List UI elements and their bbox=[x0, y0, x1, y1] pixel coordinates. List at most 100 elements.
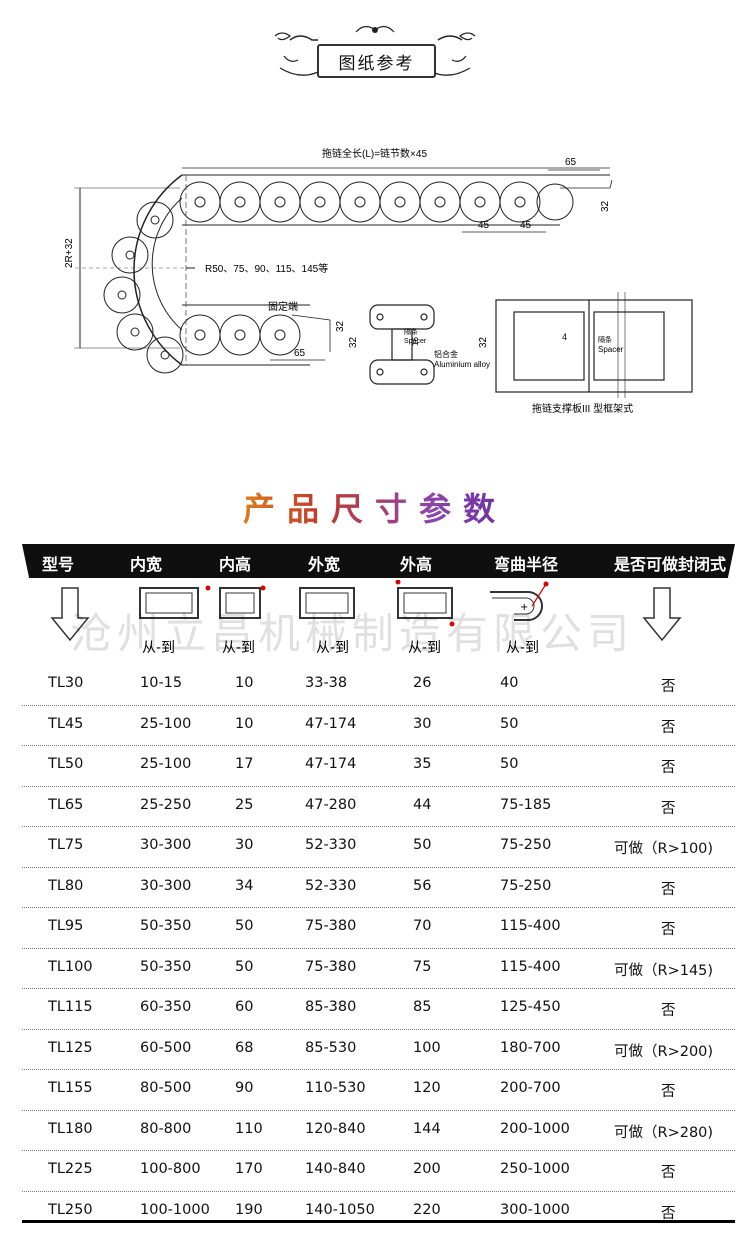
svg-text:32: 32 bbox=[335, 320, 346, 332]
header-model: 型号 bbox=[42, 555, 75, 574]
cell-outer-width: 47-174 bbox=[305, 756, 357, 772]
svg-text:45: 45 bbox=[520, 220, 532, 231]
cell-outer-height: 56 bbox=[413, 877, 432, 894]
cell-outer-height: 144 bbox=[413, 1120, 441, 1137]
frame-diagram bbox=[495, 292, 693, 398]
cell-outer-width: 47-174 bbox=[305, 715, 357, 732]
range-label-inner-height: 从-到 bbox=[222, 640, 255, 656]
cell-closable: 否 bbox=[661, 679, 676, 695]
svg-text:32: 32 bbox=[348, 336, 359, 348]
cell-inner-height: 170 bbox=[235, 1161, 263, 1177]
cell-inner-height: 50 bbox=[235, 958, 254, 975]
cell-model: TL65 bbox=[48, 796, 84, 813]
svg-text:45: 45 bbox=[478, 220, 490, 231]
cell-closable: 否 bbox=[661, 719, 676, 736]
header-outer-height: 外高 bbox=[400, 555, 433, 574]
cell-model: TL80 bbox=[48, 877, 84, 894]
inner-height-icon bbox=[219, 585, 266, 619]
cell-closable: 可做（R>145) bbox=[614, 962, 714, 979]
cell-inner-height: 17 bbox=[235, 756, 254, 772]
header-inner-height: 内高 bbox=[219, 555, 252, 574]
down-arrow-icon-right bbox=[642, 587, 682, 642]
header-inner-width: 内宽 bbox=[130, 555, 163, 574]
cell-outer-height: 120 bbox=[413, 1080, 441, 1096]
cell-inner-height: 60 bbox=[235, 999, 254, 1015]
watermark: 沧州立昌机械制造有限公司 bbox=[70, 609, 635, 658]
cell-inner-width: 25-250 bbox=[140, 796, 192, 813]
cell-inner-width: 30-300 bbox=[140, 837, 192, 853]
cross-section bbox=[369, 304, 435, 385]
cell-bend-radius: 125-450 bbox=[500, 999, 561, 1015]
cell-inner-height: 190 bbox=[235, 1201, 263, 1218]
cell-outer-width: 47-280 bbox=[305, 796, 357, 813]
chain-outer-arc bbox=[133, 174, 183, 366]
cell-bend-radius: 300-1000 bbox=[500, 1201, 570, 1218]
cell-closable: 否 bbox=[661, 1165, 676, 1181]
cell-inner-height: 34 bbox=[235, 877, 254, 894]
range-label-bend-radius: 从-到 bbox=[506, 640, 539, 656]
range-label-inner-width: 从-到 bbox=[142, 640, 175, 656]
cell-outer-height: 35 bbox=[413, 756, 432, 772]
cell-bend-radius: 40 bbox=[500, 675, 519, 691]
svg-text:+: + bbox=[520, 602, 528, 613]
svg-text:隔条: 隔条 bbox=[404, 327, 418, 336]
cell-closable: 可做（R>100) bbox=[614, 841, 714, 857]
cell-outer-height: 200 bbox=[413, 1161, 441, 1177]
cell-inner-width: 25-100 bbox=[140, 715, 192, 732]
cell-bend-radius: 115-400 bbox=[500, 958, 561, 975]
cell-inner-height: 10 bbox=[235, 715, 254, 732]
cell-inner-height: 90 bbox=[235, 1080, 254, 1096]
cell-outer-width: 140-1050 bbox=[305, 1201, 375, 1218]
cell-inner-height: 25 bbox=[235, 796, 254, 813]
cell-closable: 否 bbox=[661, 760, 676, 776]
cell-closable: 可做（R>200) bbox=[614, 1043, 714, 1060]
cell-inner-width: 60-350 bbox=[140, 999, 192, 1015]
cell-outer-width: 52-330 bbox=[305, 877, 357, 894]
header-outer-width: 外宽 bbox=[308, 555, 341, 574]
cell-outer-width: 75-380 bbox=[305, 958, 357, 975]
cell-bend-radius: 200-1000 bbox=[500, 1120, 570, 1137]
range-label-outer-height: 从-到 bbox=[408, 640, 441, 656]
technical-drawing: 2R+32 拖链全长(L)=链节数×45 R50、75、90、115、145等 … bbox=[0, 120, 750, 430]
cell-model: TL50 bbox=[48, 756, 84, 772]
cell-inner-width: 50-350 bbox=[140, 958, 192, 975]
cell-bend-radius: 75-250 bbox=[500, 877, 552, 894]
bend-radius-icon: + bbox=[490, 581, 549, 621]
cell-outer-height: 85 bbox=[413, 999, 432, 1015]
cell-outer-height: 100 bbox=[413, 1039, 441, 1056]
cell-model: TL180 bbox=[48, 1120, 93, 1137]
cell-inner-height: 50 bbox=[235, 918, 254, 934]
cell-inner-height: 110 bbox=[235, 1120, 263, 1137]
section-title: 产品尺寸参数 bbox=[242, 490, 507, 528]
cell-inner-width: 30-300 bbox=[140, 877, 192, 894]
cell-closable: 否 bbox=[661, 922, 676, 938]
cell-bend-radius: 75-185 bbox=[500, 796, 552, 813]
cell-model: TL155 bbox=[48, 1080, 93, 1096]
outer-width-icon bbox=[299, 587, 355, 619]
table-header: 型号 内宽 内高 外宽 外高 弯曲半径 是否可做封闭式 bbox=[22, 544, 735, 578]
cell-inner-width: 60-500 bbox=[140, 1039, 192, 1056]
cell-closable: 否 bbox=[661, 881, 676, 898]
cell-model: TL225 bbox=[48, 1161, 93, 1177]
cell-outer-height: 44 bbox=[413, 796, 432, 813]
svg-text:32: 32 bbox=[478, 336, 489, 348]
svg-text:隔条: 隔条 bbox=[598, 335, 612, 344]
svg-text:65: 65 bbox=[294, 348, 306, 359]
header-bend-radius: 弯曲半径 bbox=[494, 555, 559, 574]
cell-bend-radius: 250-1000 bbox=[500, 1161, 570, 1177]
cell-model: TL45 bbox=[48, 715, 84, 732]
cell-outer-width: 85-380 bbox=[305, 999, 357, 1015]
cell-outer-width: 110-530 bbox=[305, 1080, 366, 1096]
cell-model: TL75 bbox=[48, 837, 84, 853]
cell-inner-width: 80-500 bbox=[140, 1080, 192, 1096]
cell-outer-height: 50 bbox=[413, 837, 432, 853]
icon-row: + 从-到 从-到 从-到 从-到 从-到 bbox=[0, 579, 750, 660]
